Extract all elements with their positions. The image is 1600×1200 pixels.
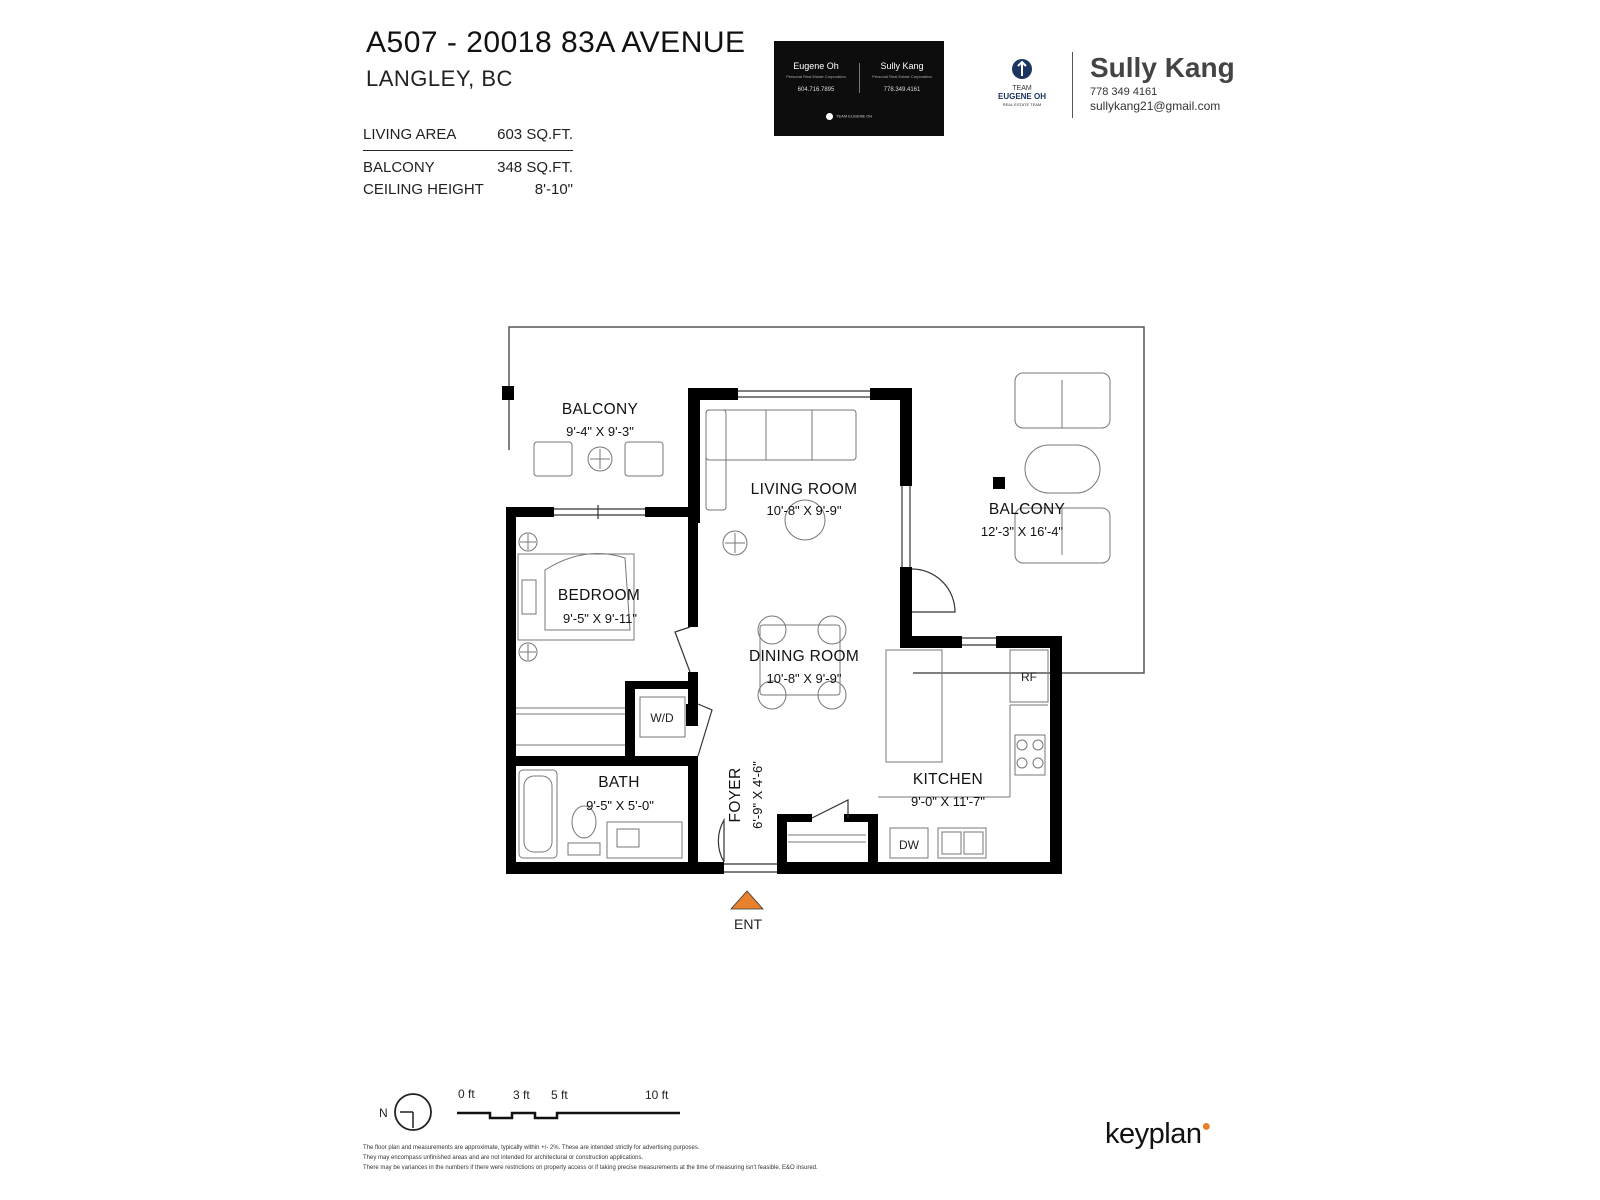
card-logo-icon (826, 113, 833, 120)
team-logo-line2: EUGENE OH (990, 93, 1054, 102)
scale-tick-3: 3 ft (513, 1088, 530, 1102)
room-kitchen-dims: 9'-0" X 11'-7" (911, 794, 985, 809)
compass-icon (394, 1093, 432, 1131)
area-summary: LIVING AREA 603 SQ.FT. BALCONY 348 SQ.FT… (363, 124, 573, 201)
entry-marker-icon (730, 890, 764, 910)
disclaimer-line-1: The floor plan and measurements are appr… (363, 1145, 700, 1151)
room-balcony-large-dims: 12'-3" X 16'-4" (981, 524, 1064, 539)
furniture (516, 372, 1111, 859)
balcony-post-left (502, 386, 514, 400)
agent-phone: 778 349 4161 (1090, 86, 1158, 98)
team-logo-line3: REAL ESTATE TEAM (1002, 102, 1042, 107)
card-agent-2-phone: 778.349.4161 (883, 87, 921, 93)
room-bedroom-dims: 9'-5" X 9'-11" (563, 611, 637, 626)
agent-email: sullykang21@gmail.com (1090, 99, 1221, 113)
disclaimer-line-3: There may be variances in the numbers if… (363, 1165, 818, 1171)
room-foyer-dims: 6'-9" X 4'-6" (750, 761, 765, 829)
room-dining-name: DINING ROOM (749, 648, 859, 665)
room-foyer-name: FOYER (727, 768, 744, 823)
balcony-door (911, 568, 956, 613)
walls (506, 388, 1062, 874)
room-living-name: LIVING ROOM (751, 481, 858, 498)
washer-dryer-label: W/D (650, 711, 674, 725)
room-balcony-small-dims: 9'-4" X 9'-3" (566, 424, 634, 439)
business-card: Eugene Oh Personal Real Estate Corporati… (774, 41, 944, 136)
card-agent-1-name: Eugene Oh (793, 61, 839, 71)
card-agent-1-title: Personal Real Estate Corporation (786, 74, 846, 79)
living-area-value: 603 SQ.FT. (497, 126, 573, 143)
scale-tick-0: 0 ft (458, 1087, 475, 1101)
card-agent-1-phone: 604.716.7895 (797, 87, 835, 93)
team-logo: TEAM EUGENE OH REAL ESTATE TEAM (990, 58, 1054, 107)
entry-label: ENT (734, 916, 762, 932)
living-area-row: LIVING AREA 603 SQ.FT. (363, 124, 573, 151)
header-divider (1072, 52, 1073, 118)
team-logo-name: EUGENE OH (997, 92, 1046, 101)
disclaimer: The floor plan and measurements are appr… (363, 1143, 963, 1173)
ceiling-height-value: 8'-10" (534, 181, 573, 198)
living-area-label: LIVING AREA (363, 126, 457, 143)
card-agent-2-name: Sully Kang (880, 61, 924, 71)
wd-door (697, 703, 713, 757)
keyplan-logo: keyplan● (1105, 1118, 1211, 1151)
room-kitchen-name: KITCHEN (913, 771, 983, 788)
card-agent-1: Eugene Oh Personal Real Estate Corporati… (774, 61, 858, 93)
doors (674, 568, 956, 863)
room-bedroom-name: BEDROOM (558, 587, 640, 604)
entry-door (717, 817, 725, 863)
balcony-area-label: BALCONY (363, 159, 435, 176)
room-balcony-small-name: BALCONY (562, 401, 638, 418)
room-dining-dims: 10'-8" X 9'-9" (767, 671, 842, 686)
balcony-area-row: BALCONY 348 SQ.FT. (363, 157, 573, 179)
scale-bar: 0 ft 3 ft 5 ft 10 ft (457, 1087, 680, 1120)
bedroom-door (674, 626, 691, 673)
keyplan-wordmark: keyplan (1105, 1118, 1202, 1150)
ceiling-height-row: CEILING HEIGHT 8'-10" (363, 179, 573, 201)
keyplan-flame-icon: ● (1201, 1118, 1211, 1135)
balcony-area-value: 348 SQ.FT. (497, 159, 573, 176)
windows (554, 390, 996, 873)
room-bath-name: BATH (598, 774, 639, 791)
closet-door (811, 799, 849, 819)
balcony-outline (508, 326, 1145, 674)
room-bath-dims: 9'-5" X 5'-0" (586, 798, 654, 813)
scale-tick-10: 10 ft (645, 1088, 669, 1102)
listing-address: A507 - 20018 83A AVENUE (366, 26, 746, 59)
card-agent-2: Sully Kang Personal Real Estate Corporat… (860, 61, 944, 93)
room-living-dims: 10'-8" X 9'-9" (767, 503, 842, 518)
compass: N (379, 1093, 432, 1131)
compass-label: N (379, 1106, 388, 1120)
ceiling-height-label: CEILING HEIGHT (363, 181, 484, 198)
dishwasher-label: DW (899, 838, 920, 852)
scale-tick-5: 5 ft (551, 1088, 568, 1102)
listing-city: LANGLEY, BC (366, 66, 513, 91)
card-divider (859, 63, 860, 93)
disclaimer-line-2: They may encompass unfinished areas and … (363, 1155, 644, 1161)
team-logo-line1: TEAM (1012, 85, 1032, 92)
agent-name: Sully Kang (1090, 52, 1235, 83)
balcony-post-right (993, 477, 1005, 489)
fridge-label: RF (1021, 670, 1037, 684)
card-logo-text: TEAM EUGENE OH (836, 113, 873, 119)
room-balcony-large-name: BALCONY (989, 501, 1065, 518)
card-agent-2-title: Personal Real Estate Corporation (872, 74, 932, 79)
team-logo-icon (1012, 59, 1032, 79)
card-logo: TEAM EUGENE OH (826, 113, 872, 120)
